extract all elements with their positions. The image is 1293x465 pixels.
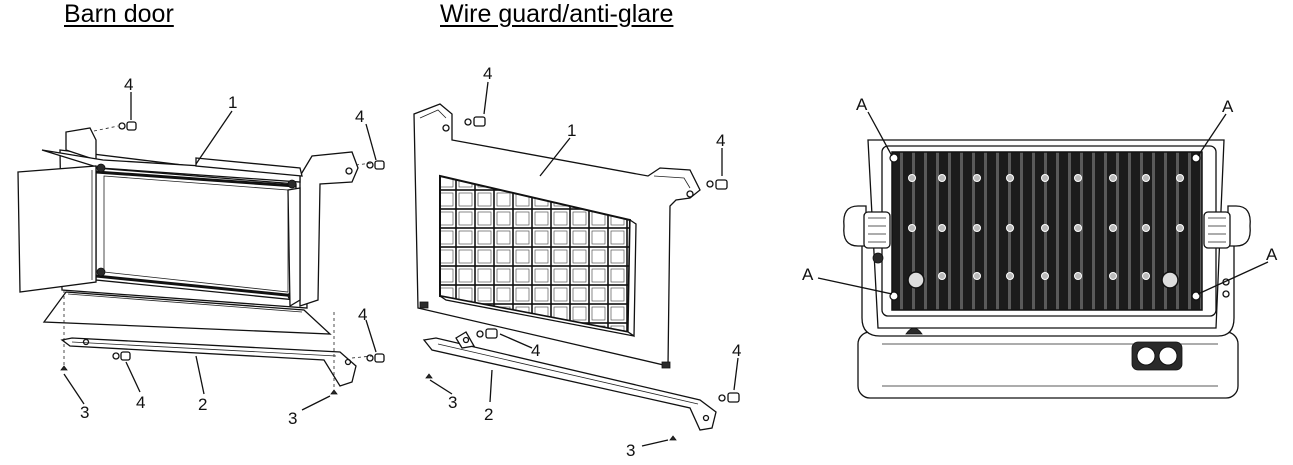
callout-a: A: [802, 265, 814, 284]
callout-1: 1: [228, 93, 237, 112]
callout-4: 4: [531, 341, 540, 360]
wire-guard-heading: Wire guard/anti-glare: [440, 0, 674, 28]
screw-icon: [476, 328, 498, 339]
screw-icon: [118, 121, 137, 131]
callout-3: 3: [626, 441, 635, 460]
screw-icon: [718, 392, 740, 403]
nut-icon: [60, 365, 338, 395]
led-spots: [908, 174, 1184, 280]
screw-icon: [464, 116, 486, 127]
callout-a: A: [856, 95, 868, 114]
callout-a: A: [1222, 97, 1234, 116]
tilt-knob-left-icon: [843, 205, 891, 264]
callout-4: 4: [136, 393, 145, 412]
callout-3: 3: [448, 393, 457, 412]
callout-a: A: [1266, 245, 1278, 264]
callout-4: 4: [358, 305, 367, 324]
connector-icon: [1131, 341, 1183, 371]
screw-icon: [706, 179, 728, 190]
callout-3: 3: [288, 409, 297, 428]
callout-2: 2: [484, 405, 493, 424]
barn-door-heading: Barn door: [64, 0, 174, 28]
callout-2: 2: [198, 395, 207, 414]
fixture-front-view: [817, 111, 1269, 399]
callout-3: 3: [80, 403, 89, 422]
callout-4: 4: [124, 75, 133, 94]
barn-door-drawing: [17, 92, 385, 411]
screw-icon: [366, 353, 385, 363]
nut-icon: [425, 373, 677, 441]
tilt-knob-right-icon: [1203, 205, 1251, 298]
anti-glare-louver-icon: [439, 174, 637, 338]
wire-guard-drawing: [413, 81, 740, 447]
callout-4: 4: [732, 341, 741, 360]
screw-icon: [366, 160, 385, 170]
callout-4: 4: [483, 64, 492, 83]
screw-icon: [112, 351, 131, 361]
callout-4: 4: [716, 131, 725, 150]
callout-4: 4: [355, 107, 364, 126]
callout-1: 1: [567, 121, 576, 140]
